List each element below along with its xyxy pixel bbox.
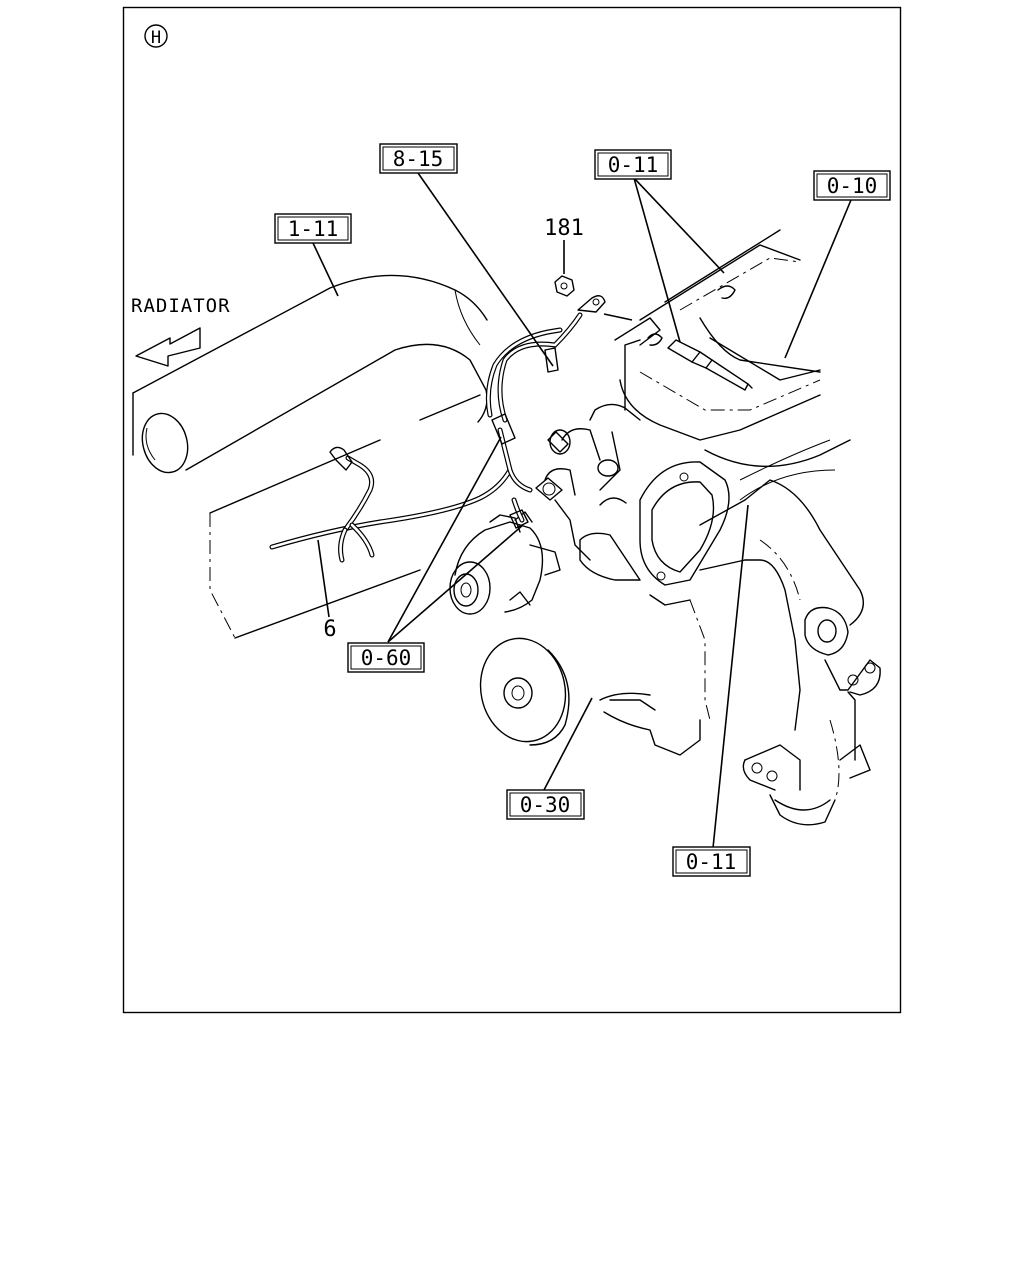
radiator-hose bbox=[132, 274, 488, 474]
svg-text:0-10: 0-10 bbox=[827, 174, 878, 198]
part-number-6: 6 bbox=[323, 617, 336, 642]
callout-0-11-top: 0-11 bbox=[594, 149, 672, 180]
svg-text:1-11: 1-11 bbox=[288, 217, 339, 241]
engine-block bbox=[209, 229, 851, 639]
water-pump-housing bbox=[544, 428, 746, 756]
outlet-manifold bbox=[742, 479, 881, 826]
svg-text:0-11: 0-11 bbox=[608, 153, 659, 177]
svg-text:0-11: 0-11 bbox=[686, 850, 737, 874]
diagram-frame bbox=[122, 6, 902, 1014]
part-number-181: 181 bbox=[544, 216, 584, 241]
radiator-direction-arrow bbox=[135, 327, 201, 367]
glow-plug bbox=[667, 339, 753, 391]
callout-0-11-bottom: 0-11 bbox=[672, 846, 751, 877]
nut-181 bbox=[554, 275, 575, 297]
callout-0-30: 0-30 bbox=[506, 789, 585, 820]
svg-text:8-15: 8-15 bbox=[393, 147, 444, 171]
leader-lines bbox=[312, 172, 852, 849]
sensor-body bbox=[449, 511, 561, 615]
view-marker: H bbox=[144, 24, 168, 48]
callout-1-11: 1-11 bbox=[274, 213, 352, 244]
svg-text:0-30: 0-30 bbox=[520, 793, 571, 817]
svg-text:0-60: 0-60 bbox=[361, 646, 412, 670]
callout-8-15: 8-15 bbox=[379, 143, 458, 174]
fan-pulley bbox=[479, 637, 570, 746]
callout-0-10: 0-10 bbox=[813, 170, 891, 201]
wiring-harness bbox=[269, 295, 606, 563]
temperature-sensor bbox=[535, 431, 569, 501]
radiator-direction-label: RADIATOR bbox=[131, 295, 231, 317]
svg-text:H: H bbox=[151, 28, 161, 48]
callout-0-60: 0-60 bbox=[347, 642, 425, 673]
